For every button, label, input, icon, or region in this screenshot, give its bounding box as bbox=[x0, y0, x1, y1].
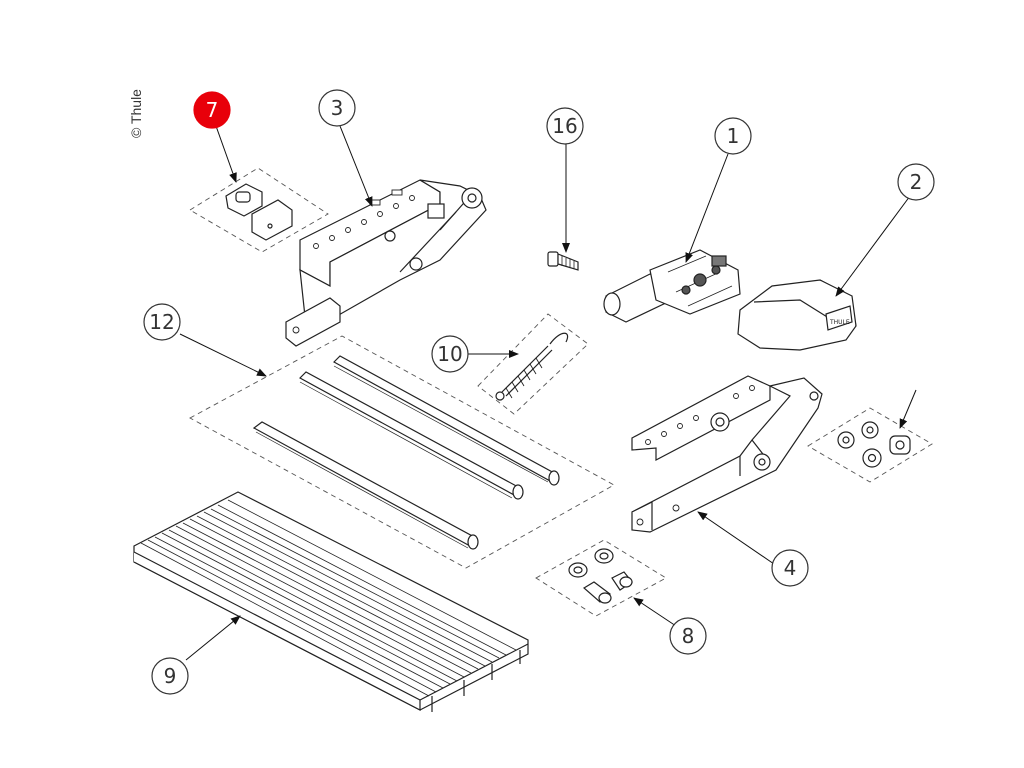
callout-circle bbox=[318, 89, 356, 127]
leader-4 bbox=[697, 511, 775, 565]
part-7-bracket bbox=[225, 183, 293, 241]
callout-8: 8 bbox=[669, 617, 707, 655]
callout-16: 16 bbox=[546, 107, 584, 145]
callout-circle bbox=[431, 335, 469, 373]
part-10-spring bbox=[495, 332, 569, 401]
callout-circle bbox=[143, 303, 181, 341]
leader-1 bbox=[685, 153, 729, 263]
frame-part-2b bbox=[807, 407, 933, 483]
callout-label: 10 bbox=[437, 342, 462, 366]
callout-label: 2 bbox=[910, 170, 923, 194]
callout-3: 3 bbox=[318, 89, 356, 127]
callout-label: 9 bbox=[164, 664, 177, 688]
callout-9: 9 bbox=[151, 657, 189, 695]
callout-label: 8 bbox=[682, 624, 695, 648]
callout-circle bbox=[193, 91, 231, 129]
part-16-bolt bbox=[547, 251, 579, 271]
leader-8 bbox=[633, 597, 677, 627]
frame-part-8 bbox=[535, 539, 667, 617]
callout-circle bbox=[771, 549, 809, 587]
callout-4: 4 bbox=[771, 549, 809, 587]
callout-10: 10 bbox=[431, 335, 469, 373]
part-12-rods bbox=[252, 355, 560, 550]
part-4-arm bbox=[631, 375, 823, 533]
callout-1: 1 bbox=[714, 117, 752, 155]
callout-label: 3 bbox=[331, 96, 344, 120]
frame-part-7 bbox=[189, 167, 329, 253]
group-frames bbox=[189, 167, 933, 617]
callout-7: 7 bbox=[193, 91, 231, 129]
callout-label: 4 bbox=[784, 556, 797, 580]
leader-12 bbox=[179, 333, 267, 377]
motor-cover-label: THULE bbox=[829, 319, 850, 326]
frame-part-12 bbox=[189, 335, 615, 569]
leader-3 bbox=[339, 125, 373, 207]
callout-2: 2 bbox=[897, 163, 935, 201]
part-1-motor bbox=[603, 249, 741, 323]
leader-2b bbox=[899, 389, 917, 429]
part-8-bushings bbox=[568, 548, 633, 604]
part-2-caps bbox=[837, 421, 911, 468]
leader-7 bbox=[215, 125, 237, 183]
callout-label: 7 bbox=[206, 98, 219, 122]
part-3-arm bbox=[285, 179, 487, 347]
callout-label: 1 bbox=[727, 124, 740, 148]
callout-circle bbox=[669, 617, 707, 655]
part-9-step bbox=[133, 491, 529, 712]
part-2-cover: THULE bbox=[737, 279, 857, 351]
callout-circle bbox=[714, 117, 752, 155]
callout-label: 12 bbox=[149, 310, 174, 334]
leader-2 bbox=[835, 195, 911, 297]
callout-circle bbox=[897, 163, 935, 201]
leader-lines bbox=[179, 125, 917, 661]
callout-circle bbox=[151, 657, 189, 695]
frame-part-10 bbox=[477, 313, 589, 415]
callout-circle bbox=[546, 107, 584, 145]
callout-label: 16 bbox=[552, 114, 577, 138]
callout-12: 12 bbox=[143, 303, 181, 341]
leader-9 bbox=[185, 615, 241, 661]
